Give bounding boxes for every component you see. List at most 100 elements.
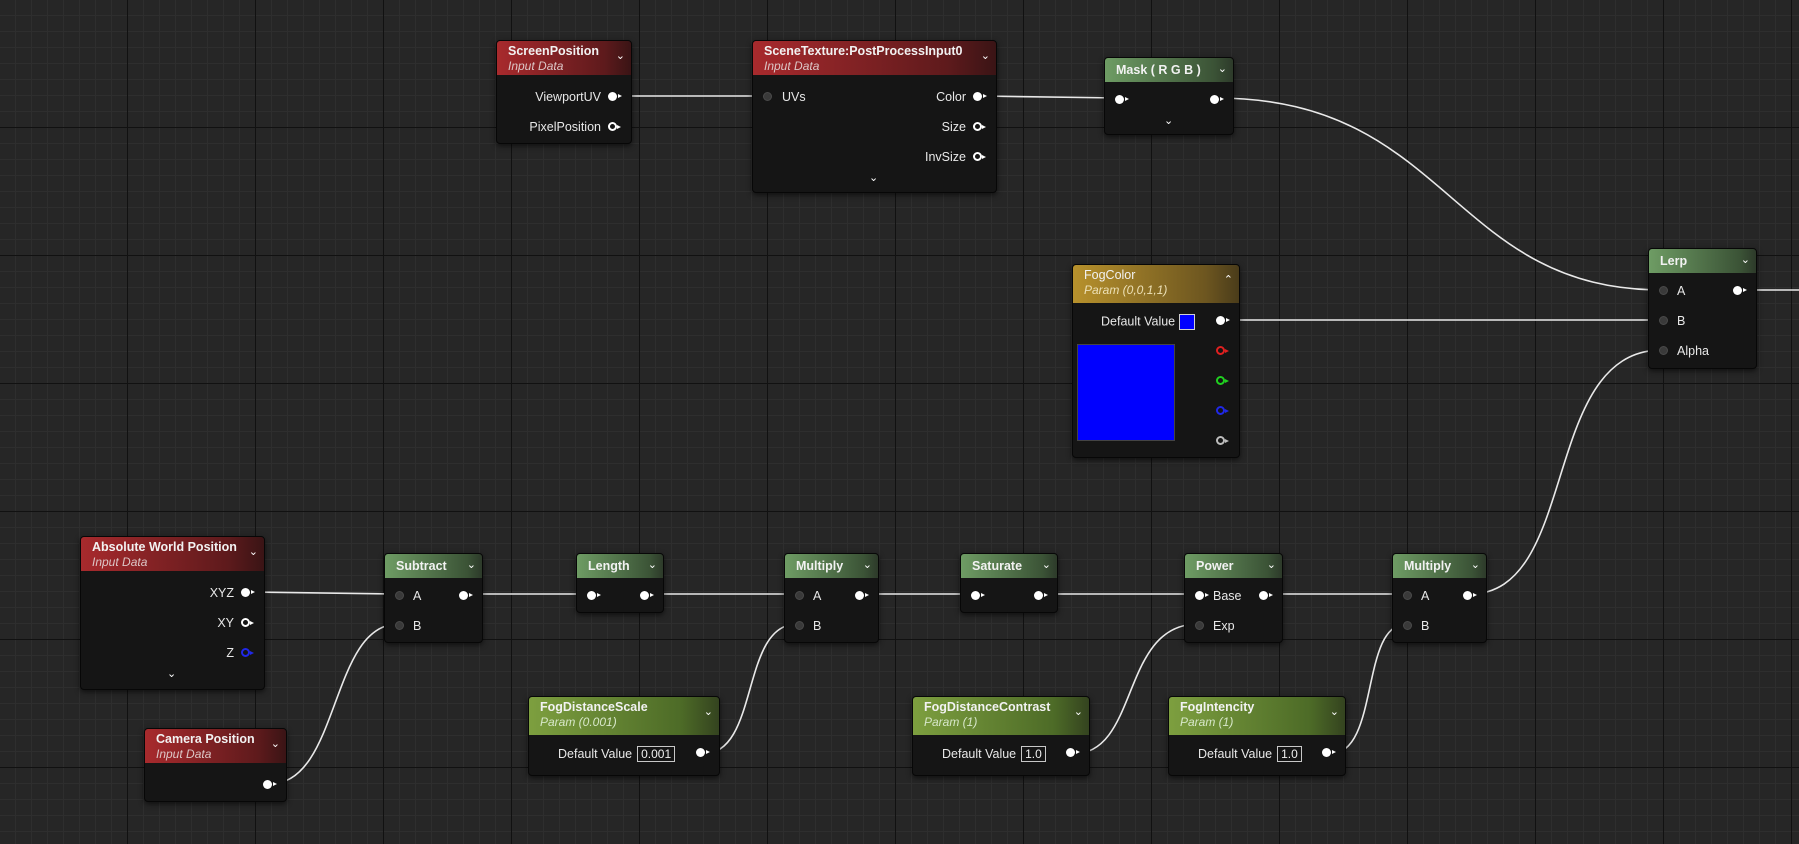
- output-pin-saturate[interactable]: [1034, 591, 1048, 600]
- node-lerp[interactable]: Lerp ⌄ A B Alpha: [1648, 248, 1757, 369]
- output-pin-z[interactable]: [241, 648, 254, 657]
- chevron-down-icon[interactable]: ⌄: [167, 668, 177, 680]
- node-fog-distance-scale[interactable]: FogDistanceScale Param (0.001) ⌄ Default…: [528, 696, 720, 776]
- output-pin-a[interactable]: [1216, 436, 1229, 445]
- output-pin-lerp[interactable]: [1733, 286, 1747, 295]
- default-value-label: Default Value: [1101, 314, 1176, 329]
- output-pin-r[interactable]: [1216, 346, 1229, 355]
- chevron-down-icon[interactable]: ⌄: [1470, 559, 1480, 571]
- input-pin-mask[interactable]: [1115, 95, 1129, 104]
- output-pin-b[interactable]: [1216, 406, 1229, 415]
- node-header[interactable]: ScreenPosition Input Data ⌄: [497, 41, 631, 75]
- output-pin-fog-distance-contrast[interactable]: [1066, 748, 1080, 757]
- node-header[interactable]: FogDistanceScale Param (0.001) ⌄: [529, 697, 719, 735]
- output-pin-camera-position[interactable]: [263, 780, 277, 789]
- chevron-down-icon[interactable]: ⌄: [248, 546, 258, 558]
- chevron-down-icon[interactable]: ⌄: [615, 50, 625, 62]
- output-pin-invsize[interactable]: [973, 152, 986, 161]
- chevron-down-icon[interactable]: ⌄: [1073, 706, 1083, 718]
- wire-mask-lerp-a: [1215, 97, 1663, 291]
- node-subtract[interactable]: Subtract ⌄ A B: [384, 553, 483, 643]
- node-power[interactable]: Power ⌄ Base Exp: [1184, 553, 1283, 643]
- chevron-up-icon[interactable]: ⌃: [1223, 274, 1233, 286]
- input-pin-a[interactable]: [395, 591, 404, 600]
- default-value-label: Default Value: [942, 747, 1017, 761]
- node-scene-texture[interactable]: SceneTexture:PostProcessInput0 Input Dat…: [752, 40, 997, 193]
- chevron-down-icon[interactable]: ⌄: [466, 559, 476, 571]
- node-header[interactable]: SceneTexture:PostProcessInput0 Input Dat…: [753, 41, 996, 75]
- output-pin-fog-intencity[interactable]: [1322, 748, 1336, 757]
- output-pin-viewportuv[interactable]: [608, 92, 622, 101]
- node-header[interactable]: Subtract ⌄: [385, 554, 482, 578]
- chevron-down-icon[interactable]: ⌄: [1164, 115, 1174, 127]
- node-absolute-world-position[interactable]: Absolute World Position Input Data ⌄ XYZ…: [80, 536, 265, 690]
- chevron-down-icon[interactable]: ⌄: [1329, 706, 1339, 718]
- node-camera-position[interactable]: Camera Position Input Data ⌄: [144, 728, 287, 802]
- input-pin-length[interactable]: [587, 591, 601, 600]
- node-header[interactable]: Saturate ⌄: [961, 554, 1057, 578]
- output-pin-mask[interactable]: [1210, 95, 1224, 104]
- chevron-down-icon[interactable]: ⌄: [1041, 559, 1051, 571]
- node-header[interactable]: Power ⌄: [1185, 554, 1282, 578]
- node-header[interactable]: Length ⌄: [577, 554, 663, 578]
- node-screen-position[interactable]: ScreenPosition Input Data ⌄ ViewportUV P…: [496, 40, 632, 144]
- node-header[interactable]: Lerp ⌄: [1649, 249, 1756, 273]
- default-value-input[interactable]: 0.001: [637, 746, 676, 762]
- node-header[interactable]: FogColor Param (0,0,1,1) ⌃: [1073, 265, 1239, 303]
- color-swatch[interactable]: [1179, 314, 1196, 330]
- input-pin-a[interactable]: [795, 591, 804, 600]
- output-pin-rgb[interactable]: [1216, 316, 1230, 325]
- node-header[interactable]: Multiply ⌄: [1393, 554, 1486, 578]
- input-pin-a[interactable]: [1659, 286, 1668, 295]
- node-header[interactable]: Mask ( R G B ) ⌄: [1105, 58, 1233, 82]
- output-pin-length[interactable]: [640, 591, 654, 600]
- node-saturate[interactable]: Saturate ⌄: [960, 553, 1058, 613]
- node-header[interactable]: Absolute World Position Input Data ⌄: [81, 537, 264, 571]
- node-fog-color[interactable]: FogColor Param (0,0,1,1) ⌃ Default Value: [1072, 264, 1240, 458]
- node-multiply[interactable]: Multiply ⌄ A B: [784, 553, 879, 643]
- output-pin-xyz[interactable]: [241, 588, 255, 597]
- chevron-down-icon[interactable]: ⌄: [270, 738, 280, 750]
- node-multiply-2[interactable]: Multiply ⌄ A B: [1392, 553, 1487, 643]
- pin-label-base: Base: [1213, 589, 1242, 603]
- default-value-input[interactable]: 1.0: [1277, 746, 1302, 762]
- input-pin-a[interactable]: [1403, 591, 1412, 600]
- output-pin-g[interactable]: [1216, 376, 1229, 385]
- chevron-down-icon[interactable]: ⌄: [980, 50, 990, 62]
- node-header[interactable]: Multiply ⌄: [785, 554, 878, 578]
- chevron-down-icon[interactable]: ⌄: [1740, 254, 1750, 266]
- input-pin-saturate[interactable]: [971, 591, 985, 600]
- chevron-down-icon[interactable]: ⌄: [703, 706, 713, 718]
- output-pin-pixelposition[interactable]: [608, 122, 621, 131]
- node-length[interactable]: Length ⌄: [576, 553, 664, 613]
- node-header[interactable]: FogDistanceContrast Param (1) ⌄: [913, 697, 1089, 735]
- output-pin-xy[interactable]: [241, 618, 254, 627]
- input-pin-exp[interactable]: [1195, 621, 1204, 630]
- output-pin-power[interactable]: [1259, 591, 1273, 600]
- output-pin-multiply[interactable]: [855, 591, 869, 600]
- node-subtitle: Param (1): [924, 715, 978, 729]
- output-pin-color[interactable]: [973, 92, 987, 101]
- input-pin-b[interactable]: [1403, 621, 1412, 630]
- node-header[interactable]: FogIntencity Param (1) ⌄: [1169, 697, 1345, 735]
- output-pin-multiply[interactable]: [1463, 591, 1477, 600]
- node-mask-rgb[interactable]: Mask ( R G B ) ⌄ ⌄: [1104, 57, 1234, 135]
- chevron-down-icon[interactable]: ⌄: [869, 172, 879, 184]
- output-pin-size[interactable]: [973, 122, 986, 131]
- input-pin-alpha[interactable]: [1659, 346, 1668, 355]
- node-header[interactable]: Camera Position Input Data ⌄: [145, 729, 286, 763]
- chevron-down-icon[interactable]: ⌄: [1266, 559, 1276, 571]
- input-pin-b[interactable]: [395, 621, 404, 630]
- node-fog-distance-contrast[interactable]: FogDistanceContrast Param (1) ⌄ Default …: [912, 696, 1090, 776]
- input-pin-uvs[interactable]: [763, 92, 772, 101]
- input-pin-base[interactable]: [1195, 591, 1209, 600]
- default-value-input[interactable]: 1.0: [1021, 746, 1046, 762]
- chevron-down-icon[interactable]: ⌄: [647, 559, 657, 571]
- chevron-down-icon[interactable]: ⌄: [1217, 63, 1227, 75]
- output-pin-subtract[interactable]: [459, 591, 473, 600]
- input-pin-b[interactable]: [1659, 316, 1668, 325]
- input-pin-b[interactable]: [795, 621, 804, 630]
- chevron-down-icon[interactable]: ⌄: [862, 559, 872, 571]
- output-pin-fog-distance-scale[interactable]: [696, 748, 710, 757]
